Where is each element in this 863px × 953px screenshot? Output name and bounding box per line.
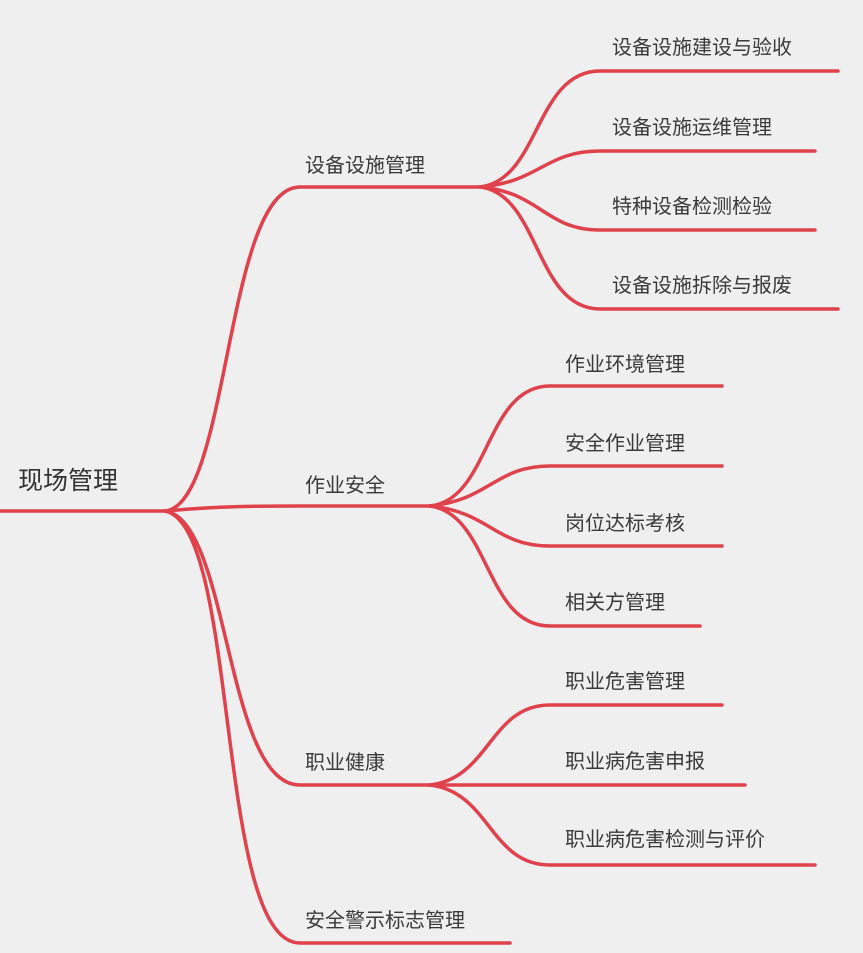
connector-branch-3 bbox=[163, 509, 512, 945]
connector-0-0 bbox=[478, 69, 840, 189]
leaf-node[interactable]: 相关方管理 bbox=[565, 590, 665, 614]
connector-1-2 bbox=[428, 504, 724, 548]
branch-node-warning-signs[interactable]: 安全警示标志管理 bbox=[305, 908, 465, 932]
connector-branch-2 bbox=[163, 509, 432, 787]
connector-branch-1 bbox=[163, 504, 432, 513]
leaf-node[interactable]: 职业病危害申报 bbox=[565, 749, 705, 773]
leaf-node[interactable]: 职业病危害检测与评价 bbox=[565, 827, 765, 851]
leaf-node[interactable]: 设备设施运维管理 bbox=[612, 115, 772, 139]
leaf-node[interactable]: 设备设施拆除与报废 bbox=[612, 273, 792, 297]
leaf-node[interactable]: 特种设备检测检验 bbox=[612, 194, 772, 218]
leaf-node[interactable]: 职业危害管理 bbox=[565, 669, 685, 693]
connector-0-2 bbox=[478, 185, 817, 232]
connector-2-0 bbox=[428, 703, 724, 787]
connector-1-0 bbox=[428, 384, 724, 508]
connector-0-3 bbox=[478, 185, 840, 311]
branch-node-work-safety[interactable]: 作业安全 bbox=[305, 473, 385, 497]
connector-0-1 bbox=[478, 149, 817, 189]
leaf-node[interactable]: 作业环境管理 bbox=[565, 352, 685, 376]
leaf-node[interactable]: 安全作业管理 bbox=[565, 431, 685, 455]
branch-node-equipment[interactable]: 设备设施管理 bbox=[305, 153, 425, 177]
connector-branch-0 bbox=[163, 185, 482, 513]
leaf-node[interactable]: 设备设施建设与验收 bbox=[612, 35, 792, 59]
leaf-node[interactable]: 岗位达标考核 bbox=[565, 511, 685, 535]
connector-2-2 bbox=[428, 783, 817, 867]
root-node[interactable]: 现场管理 bbox=[18, 466, 119, 495]
connector-1-3 bbox=[428, 504, 702, 628]
connector-1-1 bbox=[428, 464, 724, 508]
branch-node-occupational-health[interactable]: 职业健康 bbox=[305, 750, 385, 774]
